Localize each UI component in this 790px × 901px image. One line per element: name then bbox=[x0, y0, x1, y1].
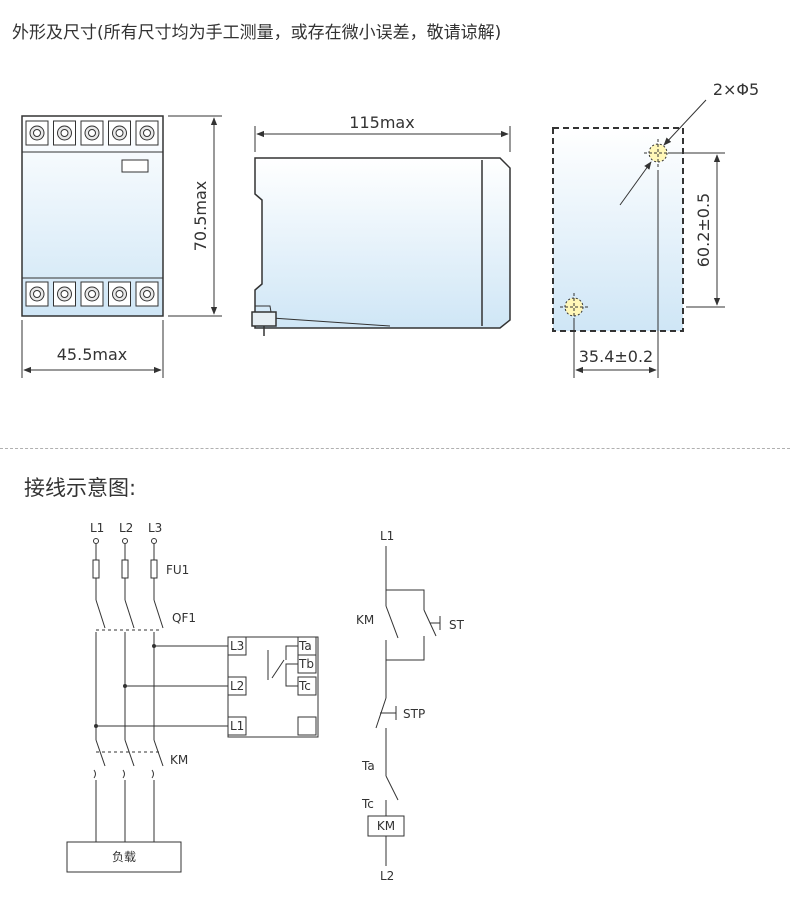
vertical-spacing-label: 60.2±0.5 bbox=[694, 193, 713, 267]
dimensions-title: 外形及尺寸(所有尺寸均为手工测量，或存在微小误差，敬请谅解) bbox=[12, 23, 502, 43]
width-label: 45.5max bbox=[57, 345, 127, 364]
phase-l1-label: L1 bbox=[90, 521, 104, 535]
side-dimensions bbox=[254, 126, 511, 152]
relay-output-tb: Tb bbox=[298, 657, 314, 671]
top-terminals bbox=[25, 120, 159, 307]
start-button-label: ST bbox=[449, 618, 465, 632]
terminal-screw-head bbox=[143, 129, 151, 137]
terminal-screw-head bbox=[33, 290, 41, 298]
fuse bbox=[150, 559, 158, 579]
relay-contact-tc-label: Tc bbox=[361, 797, 374, 811]
relay-contact-ta-label: Ta bbox=[361, 759, 375, 773]
horizontal-spacing-label: 35.4±0.2 bbox=[579, 347, 653, 366]
front-view bbox=[21, 115, 164, 317]
fuse bbox=[121, 559, 129, 579]
terminal-screw-head bbox=[88, 129, 96, 137]
relay-output-tc: Tc bbox=[298, 679, 311, 693]
terminal-mark bbox=[151, 769, 154, 779]
contactor-contact bbox=[95, 739, 106, 767]
relay-output-ta: Ta bbox=[298, 639, 312, 653]
front-dimensions bbox=[21, 115, 222, 378]
fuse-label: FU1 bbox=[166, 563, 189, 577]
relay-input-l1: L1 bbox=[230, 719, 244, 733]
terminal-screw-head bbox=[33, 129, 41, 137]
terminal-mark bbox=[122, 769, 125, 779]
phase-terminal bbox=[93, 538, 99, 544]
mounting-dimensions bbox=[573, 152, 725, 378]
breaker-contact bbox=[124, 599, 135, 629]
relay-input-l2: L2 bbox=[230, 679, 244, 693]
contactor-contact bbox=[153, 739, 164, 767]
control-km-contact-label: KM bbox=[356, 613, 374, 627]
control-circuit bbox=[367, 546, 441, 866]
phase-l2-label: L2 bbox=[119, 521, 133, 535]
stop-button-label: STP bbox=[403, 707, 425, 721]
terminal-screw-head bbox=[143, 290, 151, 298]
main-circuit bbox=[66, 538, 319, 873]
side-view bbox=[251, 157, 511, 336]
terminal-screw-head bbox=[88, 290, 96, 298]
phase-l3-label: L3 bbox=[148, 521, 162, 535]
terminal-screw-head bbox=[115, 129, 124, 137]
terminal-screw-head bbox=[60, 290, 69, 298]
contactor-contact bbox=[124, 739, 135, 767]
breaker-label: QF1 bbox=[172, 611, 196, 625]
section-divider bbox=[0, 448, 790, 449]
coil-label: KM bbox=[377, 819, 395, 833]
control-l2-label: L2 bbox=[380, 869, 394, 883]
terminal-mark bbox=[93, 769, 96, 779]
contactor-label: KM bbox=[170, 753, 188, 767]
height-label: 70.5max bbox=[191, 181, 210, 251]
mounting-view bbox=[552, 99, 707, 332]
wiring-title: 接线示意图: bbox=[24, 476, 137, 500]
breaker-contact bbox=[153, 599, 164, 629]
terminal-screw-head bbox=[115, 290, 124, 298]
phase-terminal bbox=[122, 538, 128, 544]
hole-label: 2×Φ5 bbox=[713, 80, 759, 99]
phase-terminal bbox=[151, 538, 157, 544]
load-label: 负载 bbox=[112, 850, 136, 864]
fuse bbox=[92, 559, 100, 579]
control-l1-label: L1 bbox=[380, 529, 394, 543]
terminal-screw-head bbox=[60, 129, 69, 137]
relay-input-l3: L3 bbox=[230, 639, 244, 653]
breaker-contact bbox=[95, 599, 106, 629]
depth-label: 115max bbox=[349, 113, 414, 132]
